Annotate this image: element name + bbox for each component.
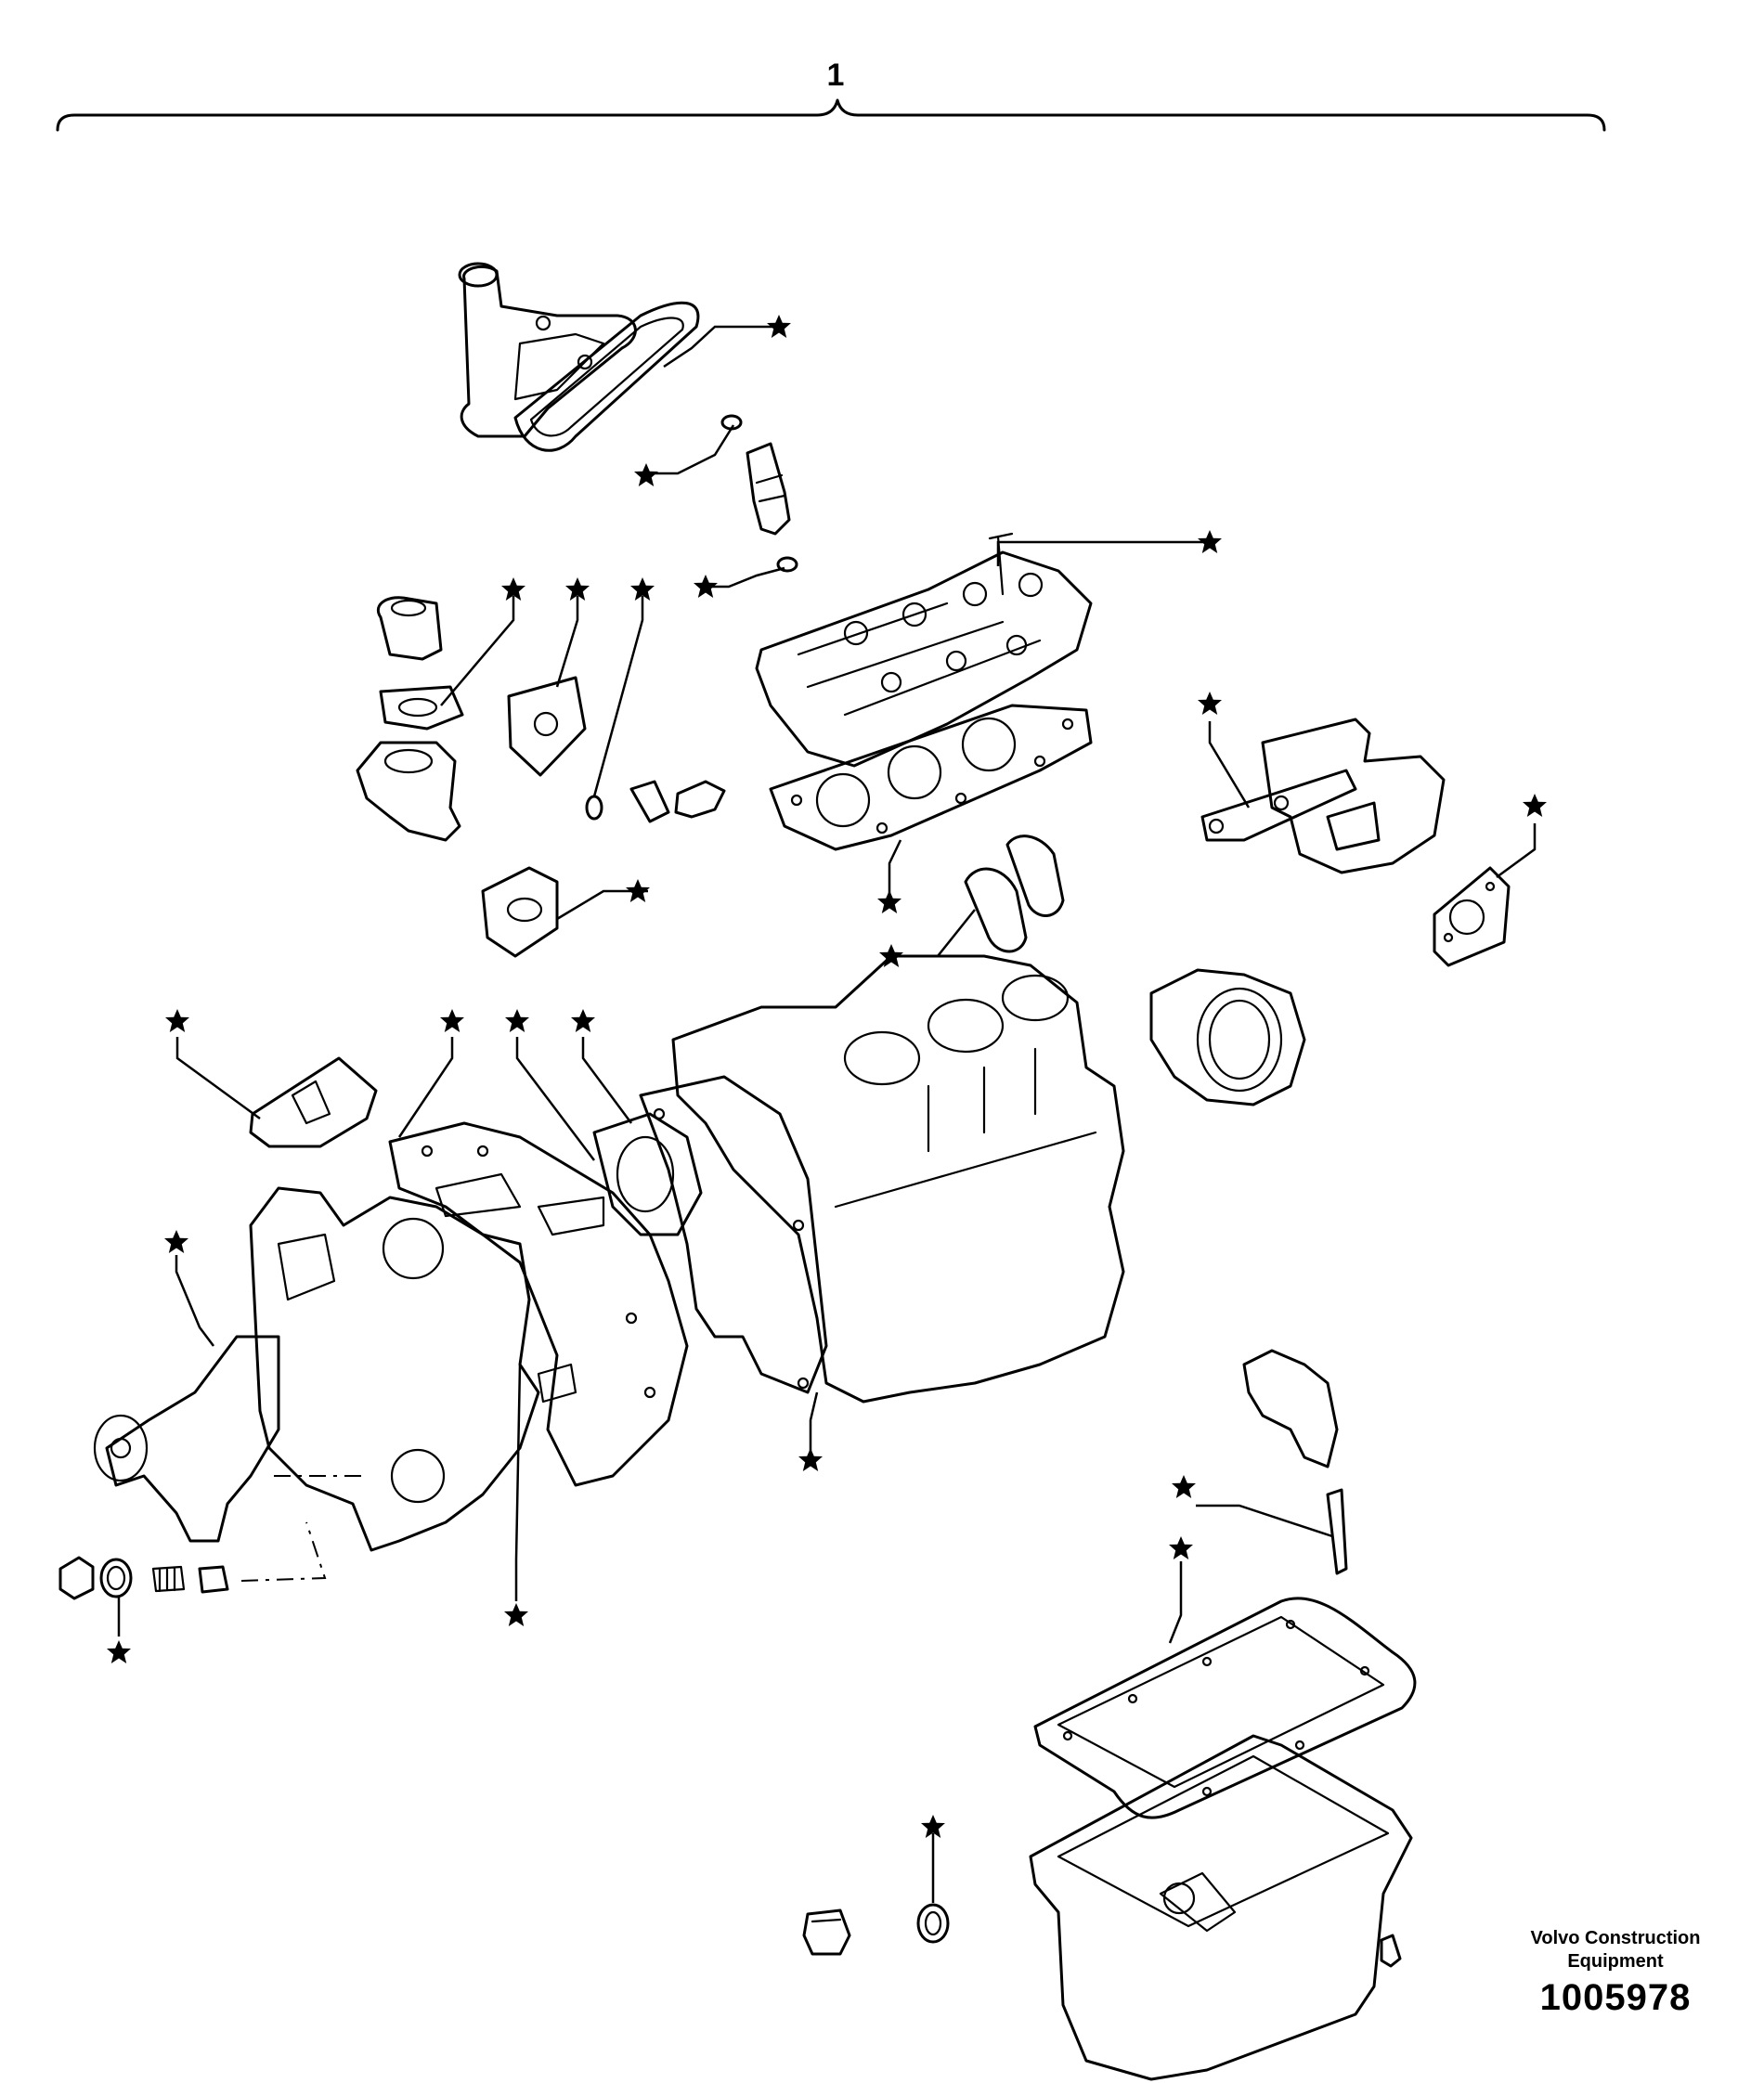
water-flange-gasket <box>507 676 587 777</box>
water-pump <box>93 1335 280 1543</box>
thermostat-gasket <box>379 685 464 731</box>
star-icon <box>505 1009 529 1032</box>
star-icon <box>1523 794 1547 817</box>
exhaust-manifold-gasket <box>1200 769 1357 842</box>
gear-case-cover <box>249 1186 577 1552</box>
exhaust-flange-gasket <box>1433 866 1511 967</box>
block-front-gasket <box>639 1075 828 1394</box>
exhaust-manifold <box>1261 718 1446 874</box>
flange-gasket-oval-1 <box>964 867 1028 953</box>
oil-pump-strainer <box>1242 1349 1339 1468</box>
sender-washer <box>585 795 603 821</box>
rear-oil-seal-housing <box>1149 968 1306 1106</box>
temperature-sender <box>674 780 726 819</box>
brand-line-1: Volvo Construction <box>1530 1928 1701 1948</box>
star-icon <box>504 1603 528 1626</box>
star-icon <box>798 1448 823 1471</box>
fuel-injector <box>746 442 791 536</box>
star-icon <box>165 1009 189 1032</box>
cylinder-head <box>755 532 1093 768</box>
sender-adapter <box>629 780 670 823</box>
oil-drain-plug <box>802 1908 851 1956</box>
star-icon <box>877 890 901 913</box>
brand-line-2: Equipment <box>1567 1951 1664 1972</box>
oil-pan <box>1029 1734 1413 2081</box>
crankshaft-front-oil-seal <box>592 1112 703 1236</box>
injector-seal-washer-bottom <box>776 556 798 573</box>
drain-plug-washer-inner <box>924 1910 942 1936</box>
star-icon <box>1172 1475 1196 1498</box>
drain-plug-washer <box>916 1903 950 1944</box>
star-icon <box>634 463 658 486</box>
water-outlet-housing <box>458 262 637 438</box>
water-outlet-gasket <box>513 301 700 452</box>
oil-pan-gasket <box>1033 1597 1417 1819</box>
thermostat-cover <box>377 596 443 661</box>
small-breather-plug <box>1380 1934 1402 1968</box>
cylinder-block <box>671 954 1125 1404</box>
kit-component-markers <box>107 315 1547 1838</box>
water-pipe-flange <box>481 866 559 958</box>
gear-case-gasket <box>388 1121 689 1487</box>
star-icon <box>571 1009 595 1032</box>
rocker-cover-small <box>249 1056 378 1148</box>
star-icon <box>1198 692 1222 715</box>
star-icon <box>107 1640 131 1663</box>
callout-leaders <box>117 325 1537 1903</box>
star-icon <box>440 1009 464 1032</box>
kit-group-label: 1 <box>826 58 845 93</box>
star-icon <box>1169 1536 1193 1559</box>
thermostat-housing <box>356 741 461 842</box>
document-number: 1005978 <box>1539 1977 1692 2018</box>
cylinder-head-gasket <box>769 704 1093 851</box>
star-icon <box>164 1230 188 1253</box>
assembly-guide-dashed <box>240 1475 362 1582</box>
kit-brace <box>56 98 1606 132</box>
relief-valve-parts <box>58 1556 229 1600</box>
brand-label: Volvo Construction Equipment <box>1495 1927 1736 1973</box>
flange-gasket-oval-2 <box>1005 834 1065 917</box>
oil-level-gauge-seal <box>1326 1488 1348 1575</box>
